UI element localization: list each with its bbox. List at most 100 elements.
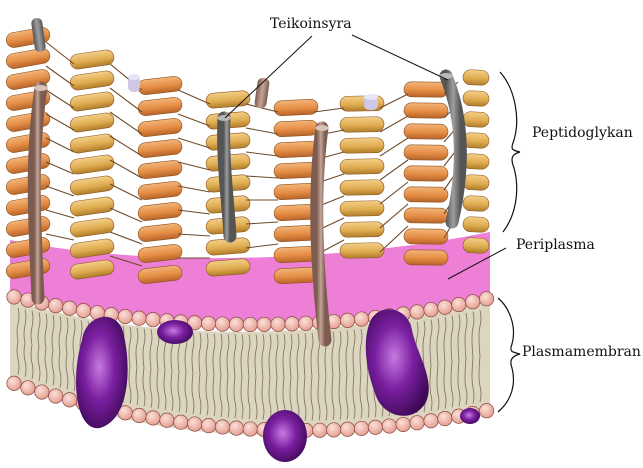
lipid-head [215, 420, 229, 434]
lipid-head [340, 422, 354, 436]
lipid-head [62, 393, 76, 407]
peptide-crosslink [110, 208, 142, 222]
lipid-head [229, 317, 243, 331]
peptidoglycan-segment [69, 217, 115, 238]
peptide-crosslink [110, 136, 142, 156]
plasma-membrane-label: Plasmamembran [522, 344, 641, 360]
lipid-head [424, 414, 438, 428]
peptidoglycan-segment [137, 160, 182, 180]
teichoic-leader-line [352, 35, 448, 80]
lipid-head [354, 312, 368, 326]
peptidoglycan-segment [340, 180, 384, 196]
peptidoglycan-segment [69, 112, 115, 133]
lipid-head [410, 305, 424, 319]
peptide-crosslink [110, 88, 142, 112]
lipid-head [285, 317, 299, 331]
peptidoglycan-segment [340, 243, 384, 259]
teichoic-acid-rod [254, 77, 270, 108]
peptidoglycan-segment [69, 49, 115, 70]
lipid-head [257, 317, 271, 331]
peptidoglycan-segment [340, 222, 384, 238]
peptide-crosslink [178, 138, 210, 148]
lipid-head [243, 422, 257, 436]
peptide-crosslink [178, 90, 210, 104]
lipid-head [76, 303, 90, 317]
peptidoglycan-segment [463, 216, 490, 232]
lipid-head [62, 301, 76, 315]
membrane-protein [157, 320, 193, 344]
peptide-crosslink [46, 234, 74, 240]
lipid-head [21, 381, 35, 395]
periplasm-label: Periplasma [516, 237, 595, 253]
peptidoglycan-segment [69, 154, 115, 175]
peptide-crosslink [110, 112, 142, 134]
lipid-head [201, 316, 215, 330]
peptidoglycan-segment [69, 196, 115, 217]
peptide-crosslink [178, 186, 210, 192]
peptide-crosslink [246, 176, 278, 178]
peptidoglycan-segment [206, 90, 251, 108]
peptidoglycan-segment [404, 82, 448, 98]
lipid-head [49, 298, 63, 312]
peptide-crosslink [246, 222, 278, 224]
peptidoglycan-segment [137, 97, 182, 117]
peptidoglycan-segment [463, 174, 490, 190]
peptidoglycan-segment [463, 69, 490, 85]
plasma-membrane-brace [498, 298, 520, 412]
lipid-head [479, 404, 493, 418]
peptide-crosslink [110, 232, 142, 244]
peptidoglycan-segment [404, 208, 448, 224]
teichoic-acid-rod [218, 115, 231, 236]
lipid-head [382, 419, 396, 433]
peptide-crosslink [46, 90, 74, 108]
lipid-head [132, 408, 146, 422]
peptide-crosslink [246, 244, 278, 248]
lipid-head [466, 295, 480, 309]
lipid-head [313, 423, 327, 437]
peptidoglycan-segment [404, 187, 448, 203]
peptidoglycan-segment [404, 124, 448, 140]
lipid-head [132, 311, 146, 325]
lipid-head [271, 317, 285, 331]
peptide-crosslink [246, 152, 278, 156]
peptidoglycan-segment [137, 139, 182, 159]
peptidoglycan-segment [340, 138, 384, 154]
peptide-crosslink [46, 66, 74, 86]
peptide-crosslink [380, 94, 408, 108]
lipid-head [438, 411, 452, 425]
lipid-head [215, 317, 229, 331]
lipid-head [368, 420, 382, 434]
lipid-head [201, 418, 215, 432]
peptide-crosslink [314, 108, 344, 112]
peptidoglycan-segment [340, 117, 384, 133]
peptide-crosslink [46, 42, 74, 64]
lipid-head [174, 415, 188, 429]
peptide-crosslink [110, 160, 142, 178]
peptide-crosslink [110, 184, 142, 200]
peptidoglycan-segment [404, 250, 448, 266]
peptidoglycan-label: Peptidoglykan [532, 125, 633, 141]
teichoic-acid-rod [128, 74, 140, 92]
lipid-head [299, 316, 313, 330]
lipid-head [243, 317, 257, 331]
lipid-head [452, 297, 466, 311]
lipid-head [424, 302, 438, 316]
peptide-crosslink [178, 114, 210, 126]
membrane-protein [460, 408, 480, 424]
peptidoglycan-segment [206, 258, 251, 276]
lipid-head [188, 417, 202, 431]
peptide-crosslink [46, 210, 74, 218]
peptide-crosslink [178, 234, 210, 236]
peptidoglycan-segment [404, 103, 448, 119]
peptidoglycan-segment [5, 131, 51, 153]
peptidoglycan-segment [463, 90, 490, 106]
peptide-crosslink [46, 186, 74, 196]
lipid-head [35, 385, 49, 399]
peptidoglycan-segment [463, 195, 490, 211]
peptidoglycan-segment [463, 237, 490, 253]
lipid-head [118, 309, 132, 323]
peptide-crosslink [380, 160, 408, 180]
lipid-head [479, 292, 493, 306]
